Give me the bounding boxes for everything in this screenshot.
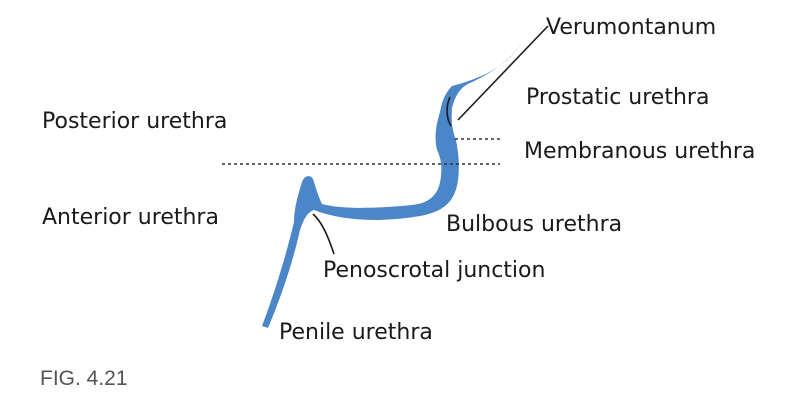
label-anterior-urethra: Anterior urethra <box>42 205 219 230</box>
label-posterior-urethra: Posterior urethra <box>42 109 227 134</box>
verumontanum-mark <box>446 96 452 127</box>
urethra-shape <box>262 42 522 328</box>
label-membranous-urethra: Membranous urethra <box>524 139 755 164</box>
label-penile-urethra: Penile urethra <box>279 320 433 345</box>
label-bulbous-urethra: Bulbous urethra <box>446 212 622 237</box>
label-penoscrotal-junction: Penoscrotal junction <box>323 258 545 283</box>
label-verumontanum: Verumontanum <box>546 15 716 40</box>
verumontanum-pointer <box>457 25 549 121</box>
figure-caption: FIG. 4.21 <box>40 367 128 390</box>
penoscrotal-pointer <box>312 213 335 255</box>
label-prostatic-urethra: Prostatic urethra <box>526 85 709 110</box>
